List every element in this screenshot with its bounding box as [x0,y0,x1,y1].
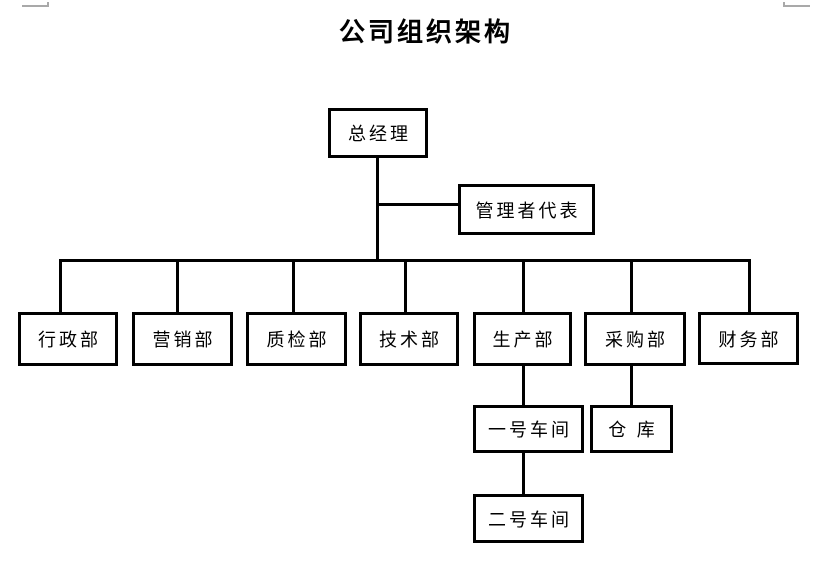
connector-drop-purchasing [630,260,633,313]
org-node-general-manager: 总经理 [328,108,428,158]
org-node-warehouse: 仓 库 [590,405,673,453]
org-node-production-dept: 生产部 [473,312,572,366]
margin-crop-mark-top-right [783,2,810,7]
connector-gm-to-main-line [376,157,379,261]
org-node-workshop-2: 二号车间 [473,494,584,543]
org-node-management-representative: 管理者代表 [458,184,595,235]
connector-workshop1-to-workshop2 [522,453,525,496]
org-node-tech-dept: 技术部 [359,312,459,366]
connector-drop-tech [404,260,407,313]
org-node-admin-dept: 行政部 [18,312,118,366]
margin-crop-mark-top-left [22,2,49,7]
org-node-purchasing-dept: 采购部 [584,312,686,366]
connector-production-to-workshop1 [522,366,525,407]
page-title: 公司组织架构 [338,18,513,47]
org-node-workshop-1: 一号车间 [473,405,584,453]
connector-drop-quality [292,260,295,313]
org-node-marketing-dept: 营销部 [132,312,233,366]
org-node-quality-dept: 质检部 [246,312,347,366]
connector-drop-admin [59,260,62,313]
connector-drop-production [522,260,525,313]
org-node-finance-dept: 财务部 [698,312,799,365]
connector-gm-to-representative [376,203,458,206]
connector-drop-finance [748,260,751,313]
connector-drop-marketing [176,260,179,313]
connector-purchasing-to-warehouse [630,366,633,407]
